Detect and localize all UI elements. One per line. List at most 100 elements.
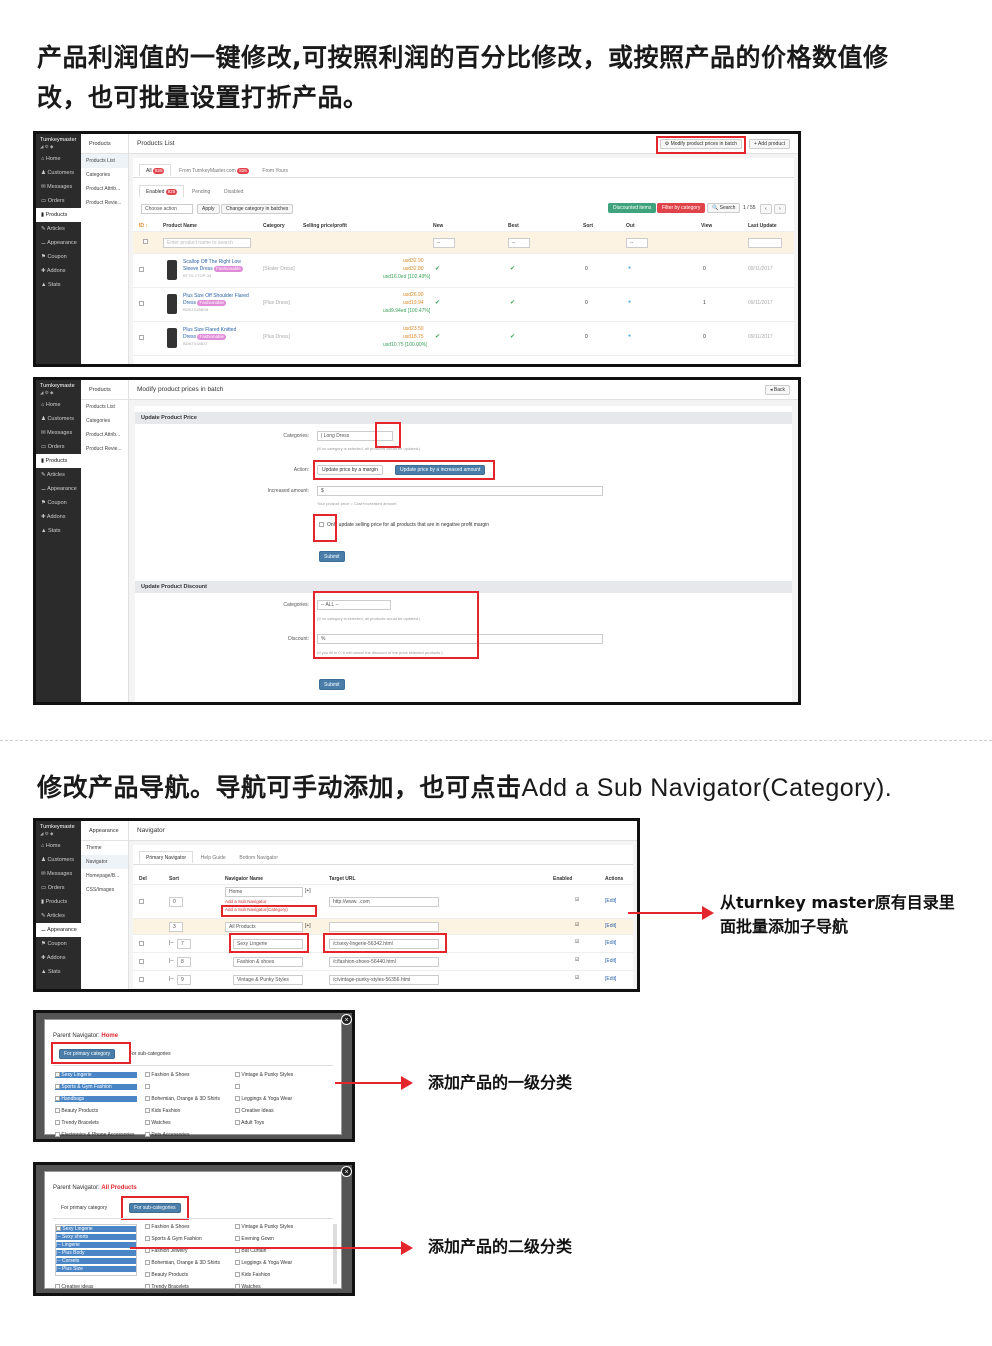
target-url-input[interactable] <box>329 922 439 932</box>
sidebar-item-coupon[interactable]: ⚑ Coupon <box>41 254 67 260</box>
row-checkbox[interactable] <box>139 335 144 341</box>
enabled-checkbox[interactable]: ☑ <box>575 922 580 928</box>
table-row[interactable]: 0 Home [+] Add a Sub Navigator Add a Sub… <box>133 885 633 919</box>
back-button[interactable]: ◂ Back <box>764 385 790 395</box>
apply-button[interactable]: Apply <box>197 204 220 214</box>
tab-primary-category[interactable]: For primary category <box>59 1049 116 1059</box>
discount-categories-select[interactable]: -- ALL -- <box>317 600 391 610</box>
tab-bottom-navigator[interactable]: Bottom Navigator <box>239 855 279 861</box>
submenu-attributes[interactable]: Product Attrib... <box>86 432 121 438</box>
table-row[interactable]: |-- 9 Vintage & Punky Styles /c/vintage-… <box>133 971 633 989</box>
add-sub-navigator-link[interactable]: Add a Sub Navigator <box>225 899 267 904</box>
sidebar-item-products[interactable]: ▮ Products <box>36 208 81 222</box>
sidebar-item-addons[interactable]: ✚ Addons <box>41 514 66 520</box>
sidebar-item-articles[interactable]: ✎ Articles <box>41 913 65 919</box>
navigator-name-input[interactable]: Vintage & Punky Styles <box>233 975 303 985</box>
discount-input[interactable]: % <box>317 634 603 644</box>
category-option[interactable] <box>235 1084 240 1090</box>
table-row[interactable]: Plus Size Off Shoulder Flared Dress Fash… <box>133 288 794 322</box>
target-url-input[interactable]: /c/vintage-punky-styles-56356.html <box>329 975 439 985</box>
category-option[interactable]: Bohemian, Orange & 3D Shirts <box>145 1096 220 1102</box>
sidebar-item-stats[interactable]: ▲ Stats <box>41 528 61 534</box>
category-option[interactable]: Adult Toys <box>235 1120 264 1126</box>
submenu-categories[interactable]: Categories <box>86 418 111 424</box>
tab-help-guide[interactable]: Help Guide <box>200 855 226 861</box>
category-option[interactable]: Beauty Products <box>145 1272 188 1278</box>
category-option[interactable]: Pets Accessories <box>145 1132 189 1138</box>
tab-disabled[interactable]: Disabled <box>223 189 244 195</box>
category-option[interactable]: Trendy Bracelets <box>145 1284 189 1290</box>
category-option[interactable]: Kids Fashion <box>235 1272 270 1278</box>
delete-checkbox[interactable] <box>139 977 144 983</box>
table-row[interactable]: Scallop Off The Right Low Sleeve Dress F… <box>133 254 794 288</box>
category-option[interactable]: Beauty Products <box>55 1108 98 1114</box>
sidebar-item-products[interactable]: ▮ Products <box>41 899 68 905</box>
category-option[interactable]: Watches <box>235 1284 261 1290</box>
product-name-search-input[interactable]: Enter product name to search <box>163 238 251 248</box>
delete-checkbox[interactable] <box>139 899 144 905</box>
sidebar-item-home[interactable]: ⌂ Home <box>41 843 61 849</box>
filter-new-select[interactable]: -- <box>433 238 455 248</box>
sidebar-item-articles[interactable]: ✎ Articles <box>41 472 65 478</box>
edit-link[interactable]: [Edit] <box>605 940 617 946</box>
sort-input[interactable]: 3 <box>169 922 183 932</box>
sidebar-item-coupon[interactable]: ⚑ Coupon <box>41 941 67 947</box>
modal-scrollbar[interactable] <box>333 1224 337 1284</box>
sort-input[interactable]: 8 <box>177 957 191 967</box>
tab-primary-navigator[interactable]: Primary Navigator <box>139 851 194 863</box>
category-option[interactable]: Watches <box>145 1120 171 1126</box>
bulk-action-select[interactable]: Choose action <box>141 204 193 214</box>
enabled-checkbox[interactable]: ☑ <box>575 957 580 963</box>
action-margin-option[interactable]: Update price by a margin <box>317 465 383 475</box>
tab-primary-category[interactable]: For primary category <box>61 1205 108 1211</box>
category-option[interactable]: Electronics & Phone Accessories <box>55 1132 134 1138</box>
category-option[interactable]: Sports & Gym Fashion <box>145 1236 202 1242</box>
submenu-categories[interactable]: Categories <box>86 172 111 178</box>
search-button[interactable]: 🔍 Search <box>707 203 741 213</box>
modify-prices-button[interactable]: ⚙ Modify product prices in batch <box>659 139 742 149</box>
enabled-checkbox[interactable]: ☑ <box>575 897 580 903</box>
increased-amount-input[interactable]: $ <box>317 486 603 496</box>
sidebar-item-stats[interactable]: ▲ Stats <box>41 969 61 975</box>
filter-category-button[interactable]: Filter by category <box>657 203 706 213</box>
submenu-attributes[interactable]: Product Attrib... <box>86 186 121 192</box>
tab-sub-categories[interactable]: For sub-categories <box>129 1203 181 1213</box>
submenu-reviews[interactable]: Product Revie... <box>86 446 122 452</box>
category-option[interactable]: Fashion & Shoes <box>145 1224 189 1230</box>
filter-best-select[interactable]: -- <box>508 238 530 248</box>
submenu-theme[interactable]: Theme <box>86 845 102 851</box>
category-option[interactable]: Handbags <box>55 1096 137 1102</box>
enabled-checkbox[interactable]: ☑ <box>575 975 580 981</box>
category-option[interactable]: Creative ideas <box>55 1284 93 1290</box>
delete-checkbox[interactable] <box>139 941 144 947</box>
filter-date-input[interactable] <box>748 238 782 248</box>
sidebar-item-customers[interactable]: ♟ Customers <box>41 857 75 863</box>
submenu-navigator[interactable]: Navigator <box>81 855 128 869</box>
sidebar-item-stats[interactable]: ▲ Stats <box>41 282 61 288</box>
tab-turnkeymaster[interactable]: From TurnkeyMaster.com 825 <box>179 168 249 174</box>
pager-next-button[interactable]: › <box>774 204 786 214</box>
category-option[interactable]: Vintage & Punky Styles <box>235 1224 293 1230</box>
sidebar-item-appearance[interactable]: ⚊ Appearance <box>36 923 81 937</box>
tab-sub-categories[interactable]: For sub-categories <box>129 1051 171 1057</box>
category-option[interactable]: Sports & Gym Fashion <box>55 1084 137 1090</box>
submenu-products-list[interactable]: Products List <box>81 154 128 168</box>
sidebar-item-addons[interactable]: ✚ Addons <box>41 268 66 274</box>
submenu-reviews[interactable]: Product Revie... <box>86 200 122 206</box>
tab-all[interactable]: All 825 <box>139 164 172 176</box>
edit-link[interactable]: [Edit] <box>605 958 617 964</box>
sort-input[interactable]: 9 <box>177 975 191 985</box>
sidebar-item-orders[interactable]: ▭ Orders <box>41 444 65 450</box>
tab-pending[interactable]: Pending <box>191 189 211 195</box>
sort-input[interactable]: 7 <box>177 939 191 949</box>
category-option[interactable]: Evening Gown <box>235 1236 274 1242</box>
submenu-homepage[interactable]: Homepage/B... <box>86 873 120 879</box>
sidebar-item-products[interactable]: ▮ Products <box>36 454 81 468</box>
category-option[interactable]: Trendy Bracelets <box>55 1120 99 1126</box>
category-option[interactable]: Creative Ideas <box>235 1108 274 1114</box>
target-url-input[interactable]: http://www. .com <box>329 897 439 907</box>
close-icon[interactable]: × <box>341 1166 352 1177</box>
sort-input[interactable]: 0 <box>169 897 183 907</box>
submit-discount-button[interactable]: Submit <box>319 679 345 690</box>
pager-prev-button[interactable]: ‹ <box>760 204 772 214</box>
